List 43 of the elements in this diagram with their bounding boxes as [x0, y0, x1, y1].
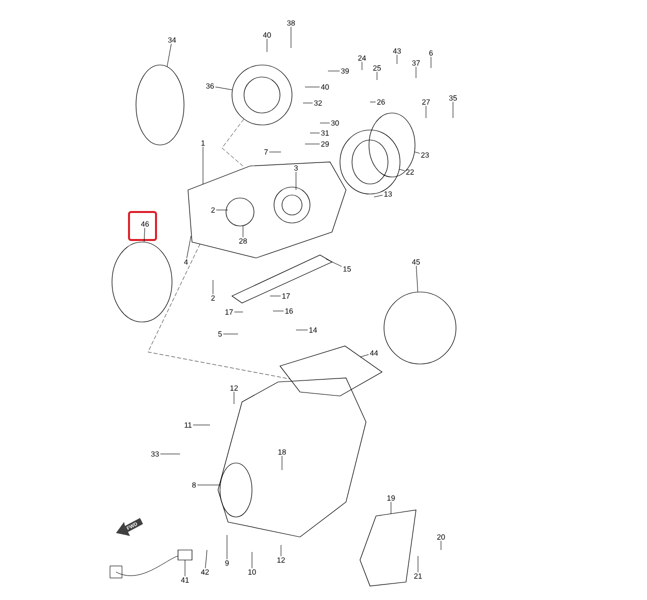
leader-line	[197, 484, 220, 486]
leader-line	[302, 102, 313, 104]
leader-line	[166, 44, 172, 67]
gasket-drawing	[384, 292, 456, 364]
ring-drawing	[368, 112, 416, 178]
leader-line	[376, 72, 378, 80]
leader-line	[212, 280, 214, 294]
leader-line	[186, 236, 192, 258]
leader-line	[184, 560, 186, 576]
retainer-drawing	[232, 64, 292, 126]
leader-line	[280, 544, 282, 556]
leader-line	[304, 86, 320, 88]
leader-line	[242, 226, 244, 238]
gasket-drawing	[280, 346, 383, 396]
gasket-drawing	[136, 64, 184, 146]
leader-line	[399, 169, 405, 171]
case-drawing	[218, 378, 366, 538]
leader-line	[374, 194, 383, 198]
sensor-drawing	[110, 550, 192, 578]
housing-drawing	[188, 162, 346, 258]
leader-line	[310, 132, 320, 134]
assembly-line	[222, 118, 244, 168]
gasket-drawing	[112, 242, 172, 322]
leader-line	[430, 56, 432, 68]
leader-line	[202, 146, 204, 184]
leader-line	[440, 540, 442, 550]
leader-line	[144, 228, 146, 242]
leader-line	[328, 70, 340, 72]
leader-line	[452, 102, 454, 118]
leader-line	[414, 152, 420, 154]
leader-line	[192, 424, 210, 426]
leader-line	[290, 26, 292, 48]
leader-line	[272, 310, 284, 312]
leader-line	[416, 266, 418, 292]
leader-line	[205, 550, 208, 568]
leader-line	[226, 534, 228, 560]
leader-line	[320, 122, 330, 124]
leader-line	[266, 38, 268, 52]
leader-line	[396, 54, 398, 64]
leader-line	[215, 86, 232, 90]
leader-line	[360, 354, 369, 358]
leader-line	[390, 502, 392, 514]
leader-line	[326, 258, 342, 267]
